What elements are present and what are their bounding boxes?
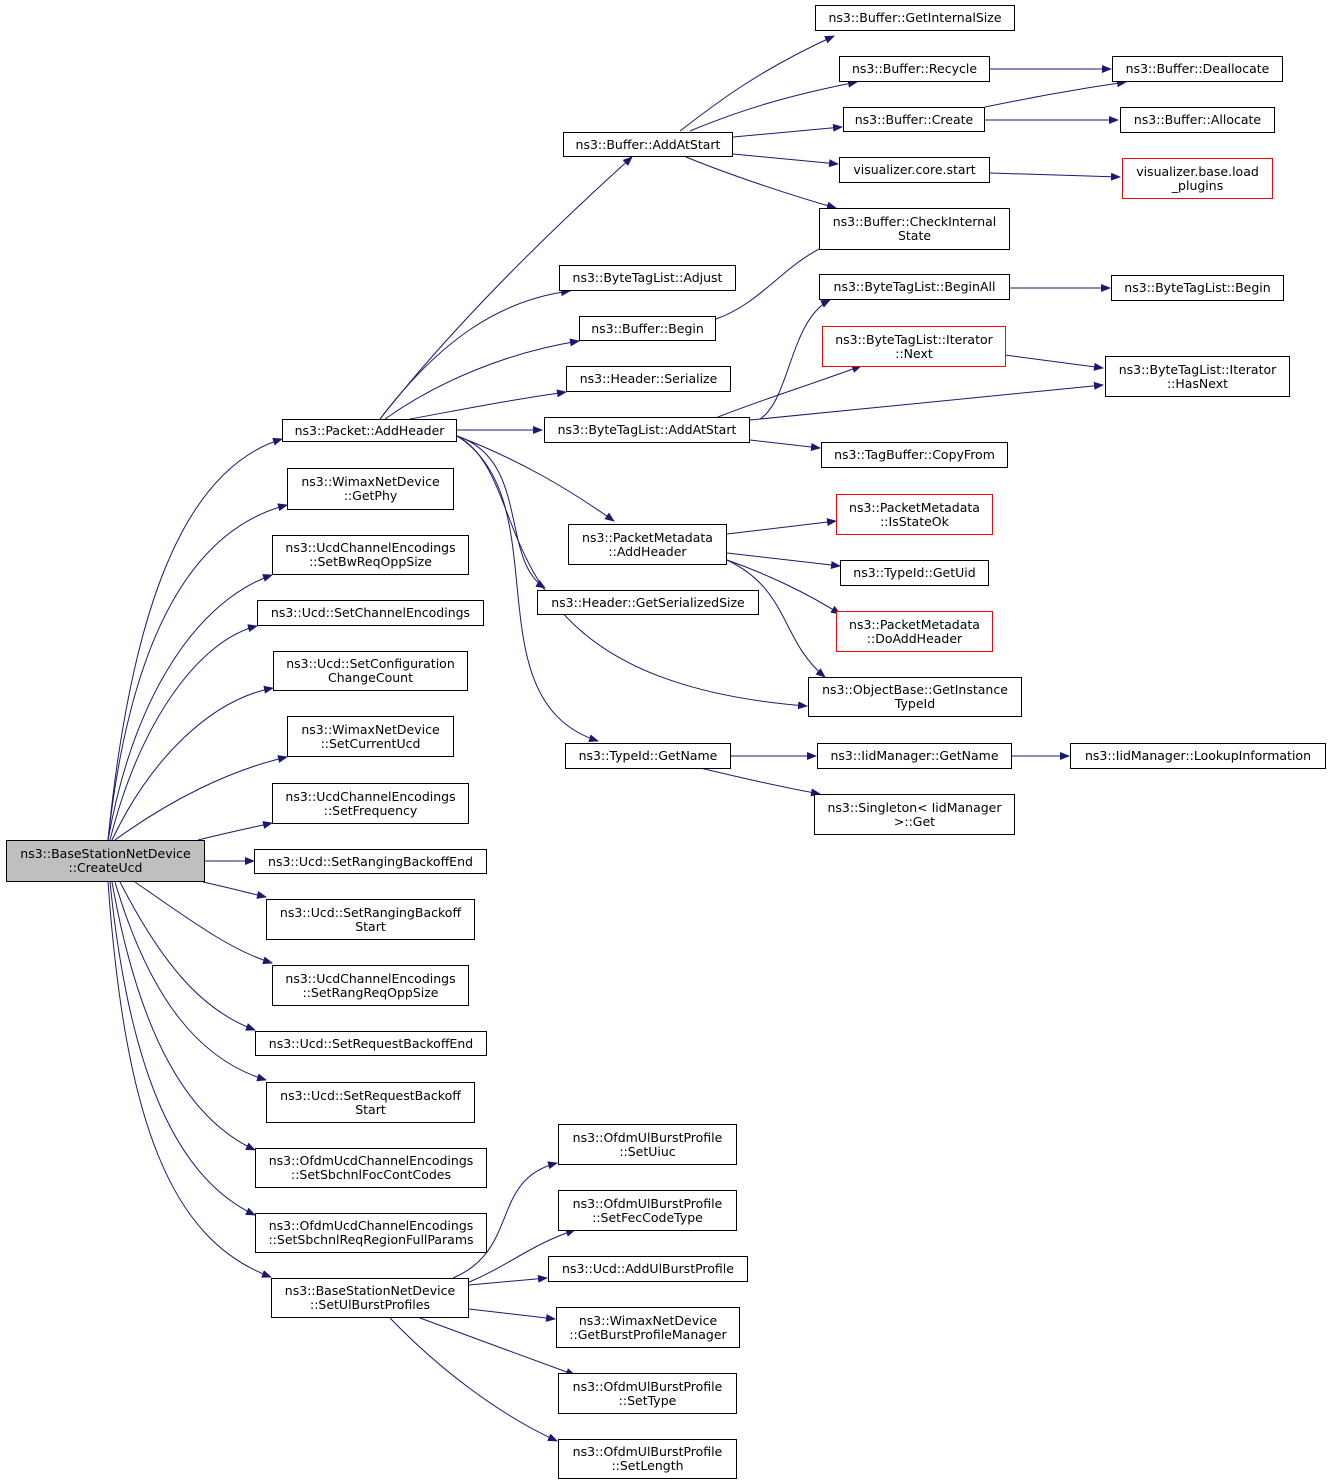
- node-wimaxnetdevice-getburstprofilemanager[interactable]: ns3::WimaxNetDevice::GetBurstProfileMana…: [556, 1307, 740, 1348]
- node-ucdchannelencodings-setbwreqoppsize[interactable]: ns3::UcdChannelEncodings::SetBwReqOppSiz…: [272, 535, 469, 575]
- edge: [1004, 354, 1104, 371]
- edge: [679, 35, 835, 132]
- node-iidmanager-lookupinformation[interactable]: ns3::IidManager::LookupInformation: [1070, 743, 1326, 769]
- node-buffer-begin[interactable]: ns3::Buffer::Begin: [579, 316, 716, 341]
- node-ofdmulburstprofile-settype[interactable]: ns3::OfdmUlBurstProfile::SetType: [558, 1373, 737, 1414]
- edge: [114, 755, 288, 841]
- edge: [759, 299, 831, 420]
- node-wimaxnetdevice-setcurrentucd[interactable]: ns3::WimaxNetDevice::SetCurrentUcd: [287, 716, 454, 757]
- node-visualizer-core-start[interactable]: visualizer.core.start: [839, 157, 990, 183]
- node-ucdchannelencodings-setfrequency[interactable]: ns3::UcdChannelEncodings::SetFrequency: [272, 783, 469, 824]
- edge: [456, 435, 599, 743]
- node-buffer-addatstart[interactable]: ns3::Buffer::AddAtStart: [563, 132, 733, 157]
- edge: [384, 338, 580, 420]
- edge: [109, 881, 256, 1216]
- node-iidmanager-getname[interactable]: ns3::IidManager::GetName: [817, 743, 1012, 769]
- edge: [202, 881, 267, 899]
- node-buffer-allocate[interactable]: ns3::Buffer::Allocate: [1120, 107, 1275, 133]
- node-typeid-getname[interactable]: ns3::TypeId::GetName: [565, 743, 731, 769]
- node-bytetaglist-adjust[interactable]: ns3::ByteTagList::Adjust: [559, 265, 736, 291]
- node-tagbuffer-copyfrom[interactable]: ns3::TagBuffer::CopyFrom: [821, 442, 1008, 468]
- node-bytetaglist-begin[interactable]: ns3::ByteTagList::Begin: [1111, 275, 1284, 301]
- edge: [134, 881, 273, 965]
- node-typeid-getuid[interactable]: ns3::TypeId::GetUid: [840, 560, 989, 586]
- edge: [197, 821, 273, 841]
- edge: [989, 172, 1121, 181]
- edge: [726, 559, 841, 615]
- edge: [726, 559, 826, 678]
- node-packetmetadata-isstateok[interactable]: ns3::PacketMetadata::IsStateOk: [836, 494, 993, 535]
- node-bytetaglist-addatstart[interactable]: ns3::ByteTagList::AddAtStart: [544, 417, 750, 443]
- edge: [107, 437, 283, 841]
- node-buffer-create[interactable]: ns3::Buffer::Create: [843, 107, 985, 132]
- edge: [984, 79, 1127, 108]
- node-ofdmulburstprofile-setuiuc[interactable]: ns3::OfdmUlBurstProfile::SetUiuc: [558, 1124, 737, 1165]
- edge: [409, 389, 567, 420]
- edge: [107, 881, 272, 1278]
- edge: [468, 1274, 548, 1286]
- node-basestationnetdevice-createucd[interactable]: ns3::BaseStationNetDevice::CreateUcd: [6, 840, 205, 882]
- node-ofdmucdchannelencodings-setsbchnlreqregionfullparams[interactable]: ns3::OfdmUcdChannelEncodings::SetSbchnlR…: [255, 1213, 487, 1253]
- edge: [114, 881, 267, 1082]
- node-packet-addheader[interactable]: ns3::Packet::AddHeader: [282, 419, 457, 442]
- edge: [712, 365, 862, 420]
- edge: [119, 881, 256, 1031]
- node-ucd-addulburstprofile[interactable]: ns3::Ucd::AddUlBurstProfile: [548, 1256, 748, 1282]
- edge: [379, 288, 571, 420]
- edge: [389, 1317, 558, 1442]
- node-header-serialize[interactable]: ns3::Header::Serialize: [566, 366, 731, 392]
- edge: [419, 1317, 576, 1376]
- node-basestationnetdevice-setulburstprofiles[interactable]: ns3::BaseStationNetDevice::SetUlBurstPro…: [271, 1278, 469, 1318]
- edge: [111, 881, 256, 1151]
- edge: [749, 439, 821, 451]
- edge: [699, 767, 821, 797]
- edge: [456, 435, 546, 589]
- edge: [107, 574, 273, 841]
- node-ucd-setrangingbackoffend[interactable]: ns3::Ucd::SetRangingBackoffEnd: [254, 849, 487, 874]
- node-ofdmulburstprofile-setlength[interactable]: ns3::OfdmUlBurstProfile::SetLength: [558, 1439, 737, 1479]
- edge: [466, 1229, 576, 1284]
- node-buffer-getinternalsize[interactable]: ns3::Buffer::GetInternalSize: [815, 5, 1015, 31]
- node-ucd-setrequestbackoffend[interactable]: ns3::Ucd::SetRequestBackoffEnd: [255, 1031, 487, 1056]
- edge: [111, 685, 274, 841]
- node-ofdmulburstprofile-setfeccodetype[interactable]: ns3::OfdmUlBurstProfile::SetFecCodeType: [558, 1190, 737, 1231]
- edge: [109, 624, 258, 841]
- edge: [732, 153, 839, 168]
- node-packetmetadata-doaddheader[interactable]: ns3::PacketMetadata::DoAddHeader: [836, 611, 993, 652]
- edge: [468, 1308, 556, 1322]
- edge: [456, 435, 615, 522]
- node-ucdchannelencodings-setrangreqoppsize[interactable]: ns3::UcdChannelEncodings::SetRangReqOppS…: [272, 965, 469, 1006]
- edge: [749, 381, 1104, 421]
- edge: [107, 503, 288, 841]
- node-buffer-deallocate[interactable]: ns3::Buffer::Deallocate: [1112, 56, 1283, 82]
- edge: [685, 156, 837, 210]
- node-buffer-recycle[interactable]: ns3::Buffer::Recycle: [839, 56, 990, 82]
- edge: [689, 79, 858, 132]
- edge: [726, 552, 841, 569]
- node-packetmetadata-addheader[interactable]: ns3::PacketMetadata::AddHeader: [568, 524, 727, 565]
- node-bytetaglist-iterator-hasnext[interactable]: ns3::ByteTagList::Iterator::HasNext: [1105, 356, 1290, 397]
- edge: [452, 1161, 558, 1279]
- node-singleton-iidmanager-get[interactable]: ns3::Singleton< IidManager>::Get: [814, 794, 1015, 835]
- edge: [726, 518, 837, 535]
- node-ofdmucdchannelencodings-setsbchnlfoccontcodes[interactable]: ns3::OfdmUcdChannelEncodings::SetSbchnlF…: [255, 1148, 487, 1188]
- node-bytetaglist-iterator-next[interactable]: ns3::ByteTagList::Iterator::Next: [822, 326, 1006, 367]
- edge: [456, 435, 808, 710]
- node-header-getserializedsize[interactable]: ns3::Header::GetSerializedSize: [537, 590, 759, 615]
- node-visualizer-base-load-plugins[interactable]: visualizer.base.load_plugins: [1122, 158, 1273, 199]
- edge: [732, 123, 843, 138]
- node-ucd-setchannelencodings[interactable]: ns3::Ucd::SetChannelEncodings: [257, 600, 484, 626]
- node-wimaxnetdevice-getphy[interactable]: ns3::WimaxNetDevice::GetPhy: [287, 468, 454, 510]
- node-bytetaglist-beginall[interactable]: ns3::ByteTagList::BeginAll: [819, 274, 1010, 300]
